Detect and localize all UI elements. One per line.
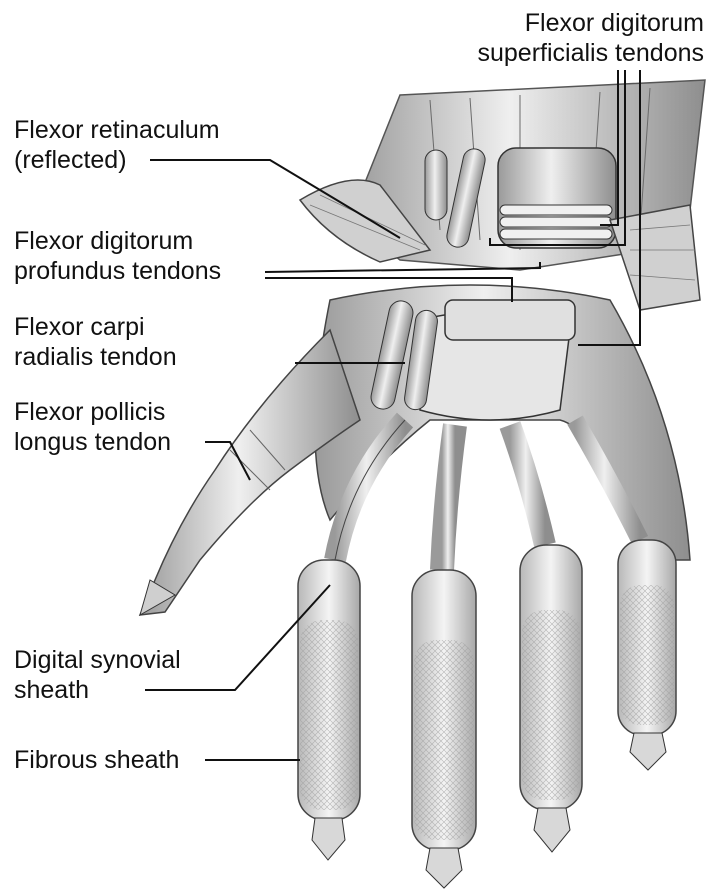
label-flexor-digitorum-superficialis: Flexor digitorum superficialis tendons [477, 8, 704, 68]
label-fcr-line2: radialis tendon [14, 342, 177, 372]
label-fds-line1: Flexor digitorum [477, 8, 704, 38]
label-fdp-line2: profundus tendons [14, 256, 221, 286]
label-flexor-carpi-radialis: Flexor carpi radialis tendon [14, 312, 177, 372]
label-fpl-line1: Flexor pollicis [14, 397, 171, 427]
label-retinaculum-line1: Flexor retinaculum [14, 115, 220, 145]
label-flexor-digitorum-profundus: Flexor digitorum profundus tendons [14, 226, 221, 286]
label-retinaculum-line2: (reflected) [14, 145, 220, 175]
label-flexor-retinaculum: Flexor retinaculum (reflected) [14, 115, 220, 175]
label-fibrous-line1: Fibrous sheath [14, 745, 179, 775]
finger-ring [510, 425, 582, 852]
label-flexor-pollicis-longus: Flexor pollicis longus tendon [14, 397, 171, 457]
label-fds-line2: superficialis tendons [477, 38, 704, 68]
label-fpl-line2: longus tendon [14, 427, 171, 457]
finger-index [298, 420, 405, 860]
label-synovial-line2: sheath [14, 675, 181, 705]
finger-middle [412, 425, 476, 888]
label-fcr-line1: Flexor carpi [14, 312, 177, 342]
superficialis-tendon-bundle [498, 148, 616, 248]
label-synovial-line1: Digital synovial [14, 645, 181, 675]
label-fibrous-sheath: Fibrous sheath [14, 745, 179, 775]
label-fdp-line1: Flexor digitorum [14, 226, 221, 256]
label-digital-synovial-sheath: Digital synovial sheath [14, 645, 181, 705]
